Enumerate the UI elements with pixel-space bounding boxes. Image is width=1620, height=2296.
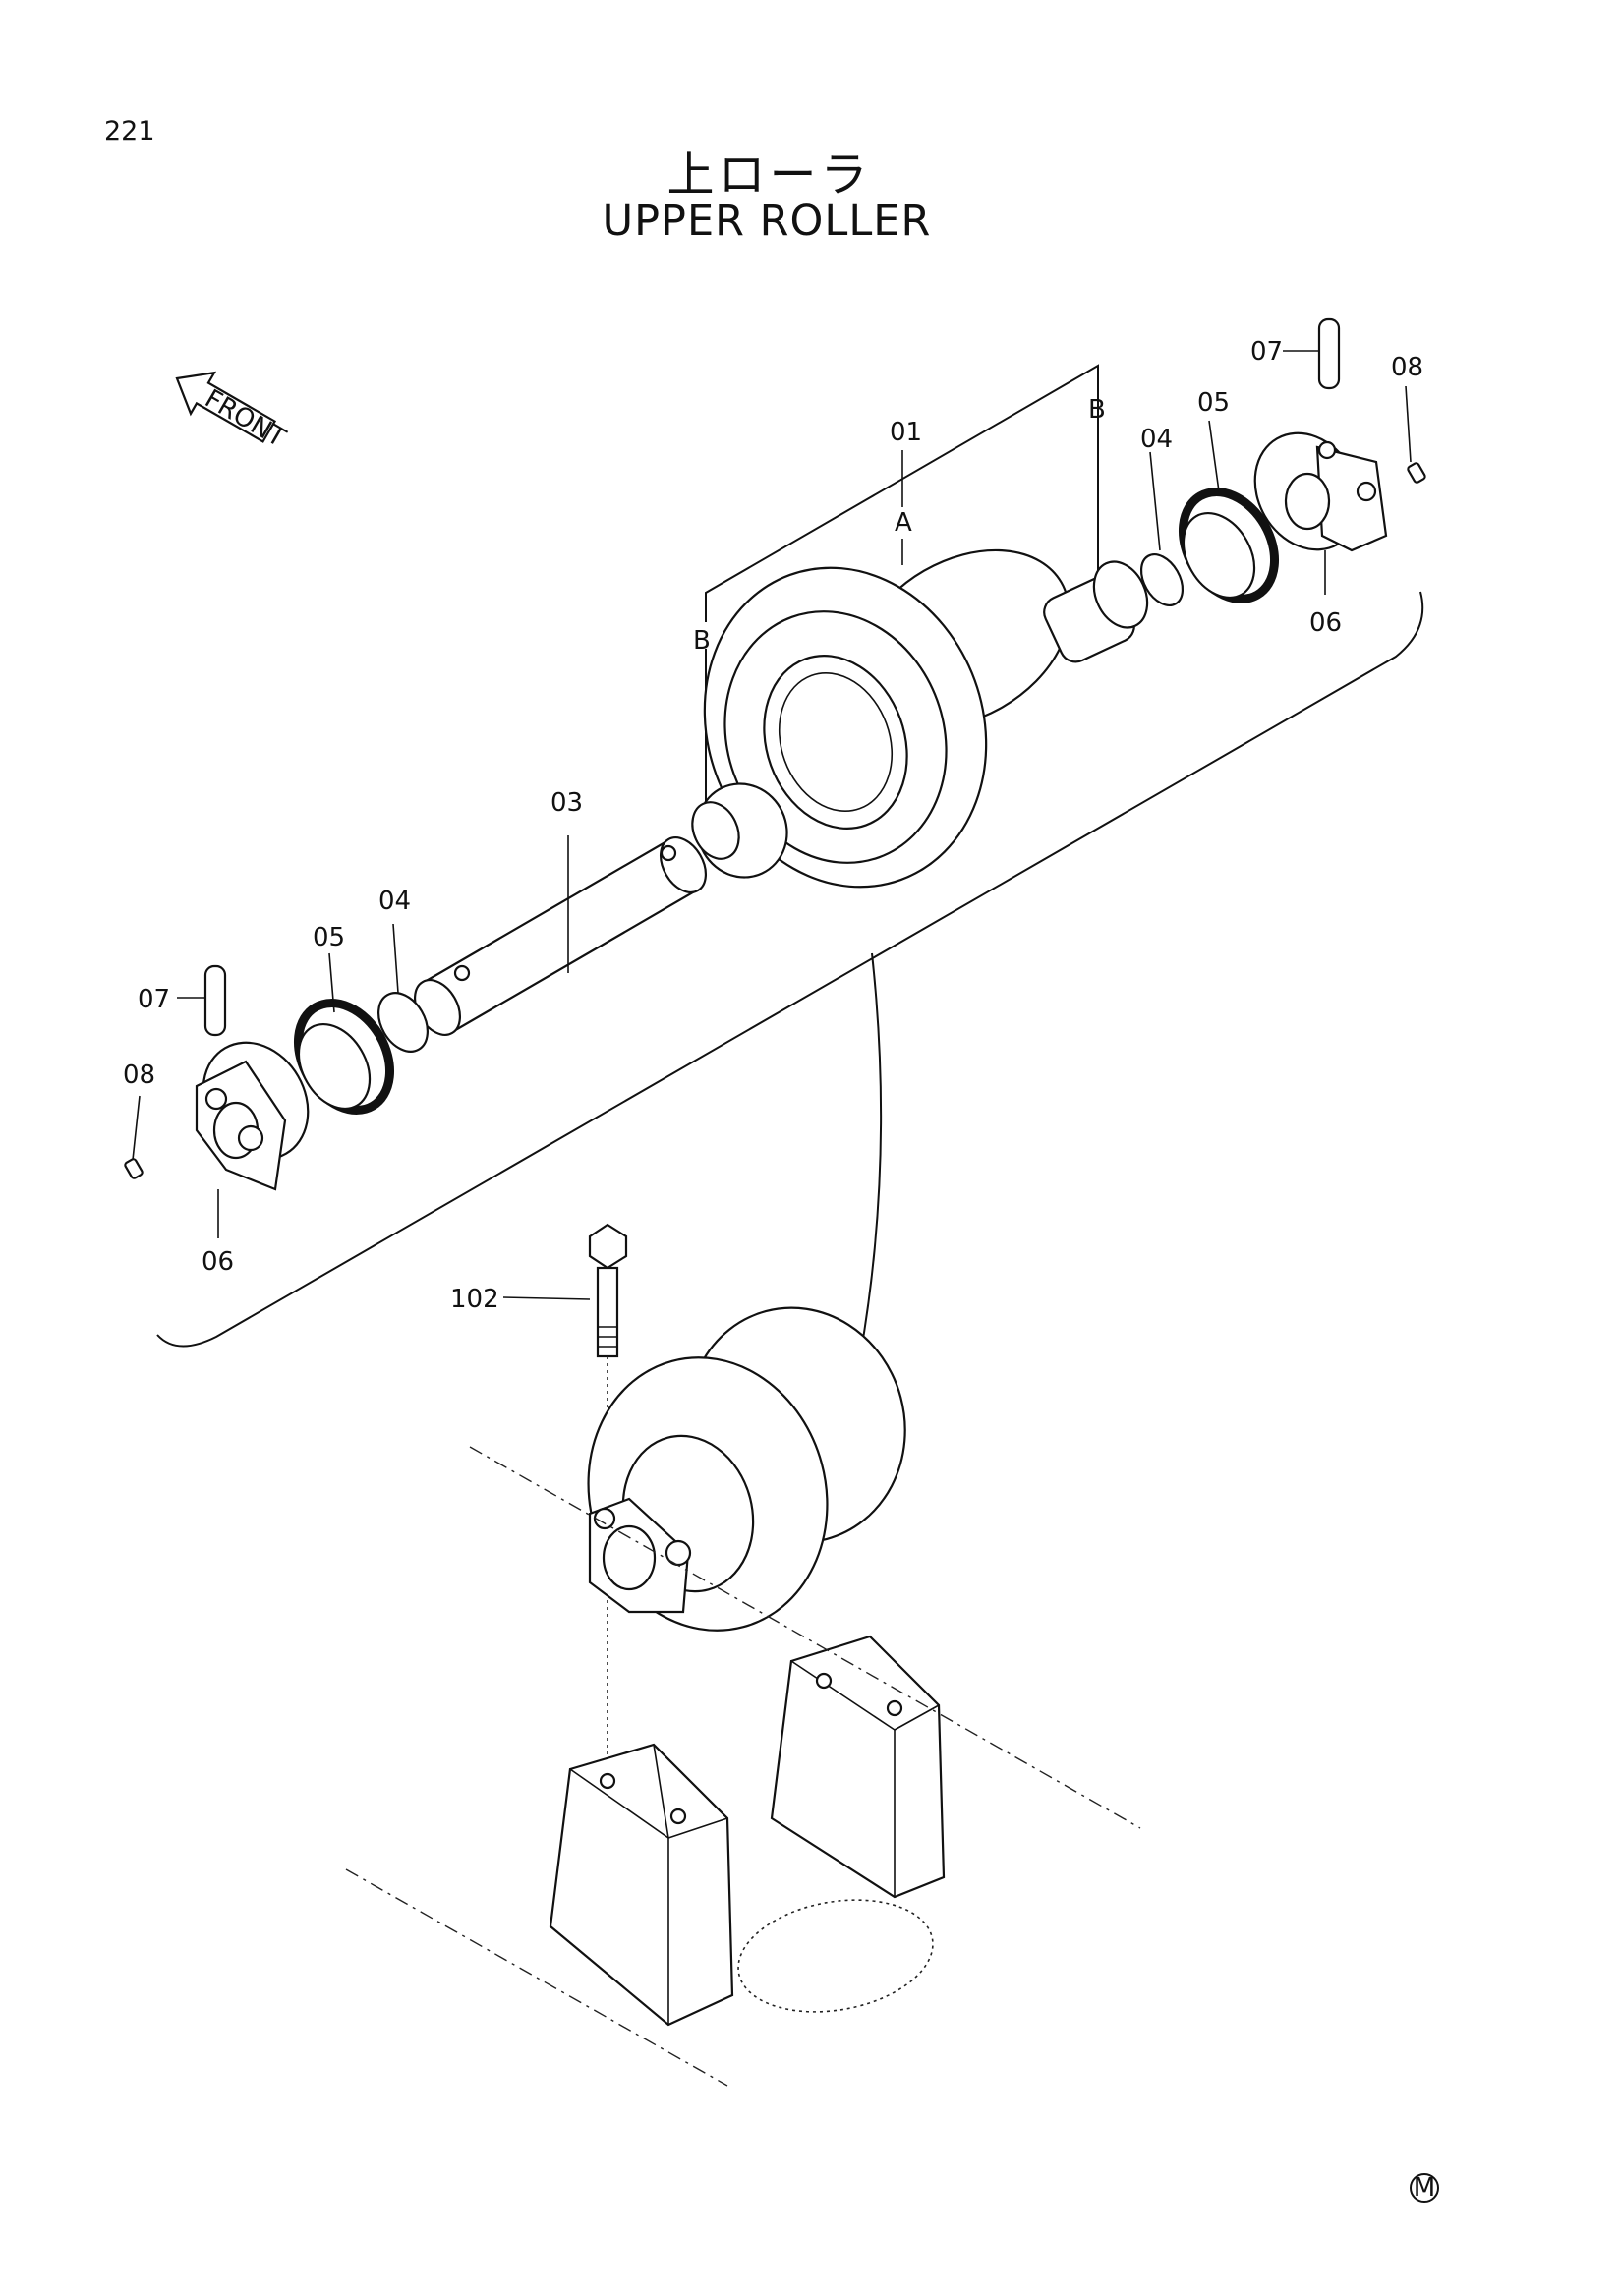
callout-b-top: B [1088, 395, 1106, 425]
pin-left [203, 964, 227, 1037]
bushing-right [1043, 560, 1149, 663]
bushing-left [691, 782, 788, 879]
pin-right [1317, 317, 1341, 390]
fitting-left [124, 1158, 144, 1179]
o-ring-right [1139, 553, 1185, 606]
callout-05-right: 05 [1197, 388, 1230, 418]
pedestal-right [770, 1635, 946, 1899]
callout-04-right: 04 [1140, 425, 1173, 454]
frame-opening [737, 1899, 934, 2013]
bracket-left [195, 1041, 310, 1191]
callout-08-right: 08 [1391, 353, 1423, 382]
seal-right [1178, 488, 1280, 603]
group-bracket [156, 591, 1424, 1348]
callout-01: 01 [890, 418, 922, 447]
callout-102: 102 [450, 1285, 499, 1314]
o-ring-left [377, 992, 429, 1053]
callout-03: 03 [550, 788, 583, 818]
pedestal-left [549, 1743, 734, 2027]
callout-04-left: 04 [378, 887, 411, 916]
callout-b-left: B [693, 626, 711, 656]
upper-roller-wheel [703, 548, 1070, 889]
m-mark-icon: M [1410, 2173, 1439, 2203]
callout-07-left: 07 [138, 985, 170, 1014]
front-arrow-icon: FRONT [175, 371, 290, 453]
page-number: 221 [104, 116, 155, 146]
fitting-right [1407, 462, 1426, 484]
seal-left [293, 999, 395, 1115]
shaft [413, 836, 708, 1036]
bracket-right [1253, 431, 1388, 552]
callout-06-right: 06 [1309, 608, 1342, 638]
callout-07-right: 07 [1250, 337, 1283, 367]
bolt [588, 1223, 628, 1358]
title-japanese: 上ローラ [666, 147, 872, 202]
m-mark-text: M [1414, 2173, 1435, 2203]
callout-a: A [895, 508, 912, 538]
callout-06-left: 06 [202, 1247, 234, 1277]
assembly-leader [859, 952, 883, 1357]
callout-05-left: 05 [313, 923, 345, 952]
callout-08-left: 08 [123, 1061, 155, 1090]
front-label: FRONT [200, 384, 290, 453]
installed-roller-assembly [587, 1306, 906, 1632]
title-english: UPPER ROLLER [602, 197, 932, 246]
